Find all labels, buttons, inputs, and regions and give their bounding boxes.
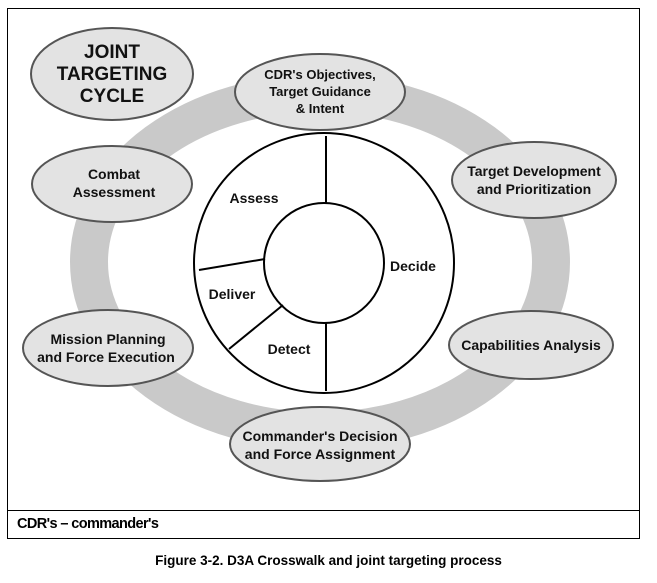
title-line: JOINT [84,42,140,63]
d3a-inner-circle [263,202,385,324]
node-decision: Commander's Decision and Force Assignmen… [229,406,411,482]
node-label: and Prioritization [477,181,591,197]
divider-line [198,258,266,271]
node-label: Target Development [467,163,601,179]
node-target-development: Target Development and Prioritization [451,141,617,219]
node-oval [448,310,614,380]
node-mission-planning: Mission Planning and Force Execution [22,309,194,387]
segment-decide-label: Decide [390,258,436,274]
figure-frame [7,8,640,539]
segment-deliver-label: Deliver [209,286,256,302]
title-node: JOINT TARGETING CYCLE [30,27,194,121]
node-label: and Force Assignment [245,446,396,462]
node-label: Assessment [73,184,156,200]
node-label: Mission Planning [50,331,165,347]
node-label: Target Guidance [269,84,371,99]
node-oval [234,53,406,131]
node-label: Capabilities Analysis [461,337,601,353]
node-label: CDR's Objectives, [264,67,375,82]
abbreviation-note: CDR's – commander's [7,510,640,539]
node-capabilities: Capabilities Analysis [448,310,614,380]
node-oval [31,145,193,223]
segment-assess-label: Assess [229,190,278,206]
node-oval [451,141,617,219]
node-label: & Intent [296,101,345,116]
d3a-wheel: Assess Decide Deliver Detect [193,132,455,394]
node-label: and Force Execution [37,349,175,365]
divider-line [228,304,284,350]
node-label: Combat [88,166,140,182]
title-oval [30,27,194,121]
figure-caption: Figure 3-2. D3A Crosswalk and joint targ… [155,553,502,568]
node-assessment: Combat Assessment [31,145,193,223]
title-line: CYCLE [80,86,144,107]
segment-detect-label: Detect [268,341,311,357]
node-label: Commander's Decision [242,428,397,444]
node-objectives: CDR's Objectives, Target Guidance & Inte… [234,53,406,131]
node-oval [22,309,194,387]
node-oval [229,406,411,482]
title-line: TARGETING [57,64,167,85]
